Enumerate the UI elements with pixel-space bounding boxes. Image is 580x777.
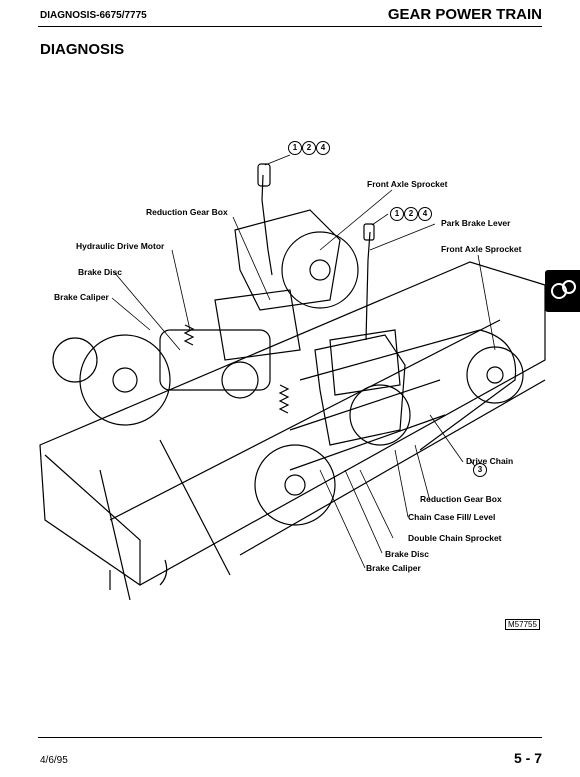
label-drive-chain: Drive Chain bbox=[466, 456, 514, 466]
figure-id: M57755 bbox=[505, 619, 540, 630]
header-section-title: GEAR POWER TRAIN bbox=[387, 6, 542, 23]
callout-1: 1 bbox=[390, 207, 404, 221]
label-front-axle-sprocket: Front Axle Sprocket bbox=[367, 179, 448, 189]
section-tab bbox=[545, 270, 580, 312]
page-title: DIAGNOSIS bbox=[40, 41, 125, 58]
page-number: 5 - 7 bbox=[513, 750, 542, 766]
callout-4: 4 bbox=[418, 207, 432, 221]
label-brake-caliper: Brake Caliper bbox=[54, 292, 109, 302]
gear-train-icon bbox=[551, 280, 576, 299]
label-park-brake-lever: Park Brake Lever bbox=[441, 218, 511, 228]
callout-2: 2 bbox=[302, 141, 316, 155]
label-hydraulic-drive-motor: Hydraulic Drive Motor bbox=[76, 241, 165, 251]
callout-4: 4 bbox=[316, 141, 330, 155]
label-reduction-gear-box-lower: Reduction Gear Box bbox=[420, 494, 502, 504]
callout-2: 2 bbox=[404, 207, 418, 221]
callout-3: 3 bbox=[473, 463, 487, 477]
header-document-code: DIAGNOSIS-6675/7775 bbox=[40, 10, 147, 21]
label-double-chain-sprocket: Double Chain Sprocket bbox=[408, 533, 502, 543]
callout-1: 1 bbox=[288, 141, 302, 155]
label-chain-case-fill-level: Chain Case Fill/ Level bbox=[408, 512, 496, 522]
label-brake-disc: Brake Disc bbox=[78, 267, 122, 277]
label-brake-disc-lower: Brake Disc bbox=[385, 549, 429, 559]
label-brake-caliper-lower: Brake Caliper bbox=[366, 563, 421, 573]
footer-rule bbox=[38, 737, 542, 738]
footer-date: 4/6/95 bbox=[40, 755, 68, 766]
label-reduction-gear-box: Reduction Gear Box bbox=[146, 207, 228, 217]
header-rule bbox=[38, 26, 542, 27]
label-front-axle-sprocket-right: Front Axle Sprocket bbox=[441, 244, 522, 254]
